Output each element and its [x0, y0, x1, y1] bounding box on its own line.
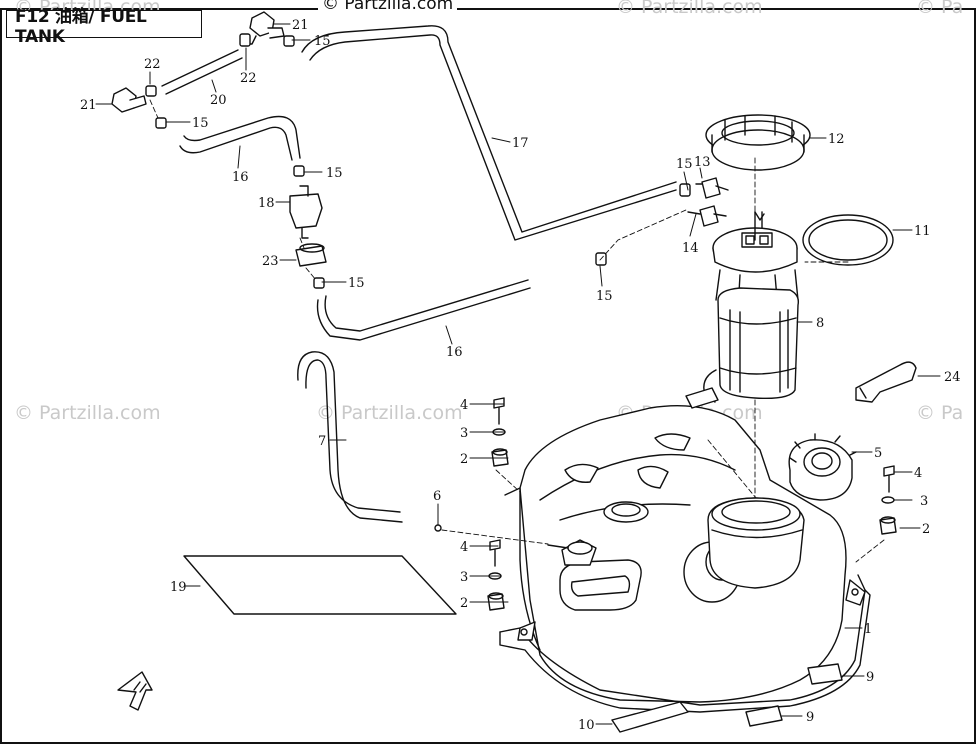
- callout-13: 13: [694, 155, 711, 170]
- callout-6: 6: [433, 489, 441, 504]
- callout-labels: 1 2 2 2 3 3 3 4 4 4 5 6 7 8 9 9 10 11 12…: [80, 18, 961, 733]
- callout-18: 18: [258, 196, 275, 211]
- callout-16: 16: [232, 170, 249, 185]
- callout-15: 15: [676, 157, 693, 172]
- callout-17: 17: [512, 136, 529, 151]
- tee-fitting[interactable]: [111, 11, 285, 113]
- seal-ring[interactable]: [802, 214, 894, 266]
- callout-11: 11: [914, 224, 931, 239]
- callout-24: 24: [944, 370, 961, 385]
- callout-21: 21: [292, 18, 309, 33]
- front-arrow-icon: [117, 671, 153, 711]
- callout-1: 1: [864, 622, 872, 637]
- callout-7: 7: [318, 434, 326, 449]
- callout-16: 16: [446, 345, 463, 360]
- foam-pads[interactable]: [183, 555, 843, 733]
- callout-15: 15: [192, 116, 209, 131]
- fuel-hose-long[interactable]: [301, 25, 677, 241]
- fuel-tank[interactable]: [499, 405, 871, 713]
- callout-19: 19: [170, 580, 187, 595]
- pump-bracket[interactable]: [855, 361, 917, 403]
- copyright-text: © Partzilla.com: [318, 0, 458, 14]
- hose-clamp[interactable]: [145, 33, 691, 289]
- mount-hardware[interactable]: [487, 397, 897, 611]
- callout-5: 5: [874, 446, 882, 461]
- small-clip[interactable]: [434, 524, 442, 532]
- filler-cap[interactable]: [788, 433, 857, 501]
- callout-20: 20: [210, 93, 227, 108]
- callout-21: 21: [80, 98, 97, 113]
- callout-3: 3: [460, 426, 468, 441]
- lock-ring[interactable]: [705, 114, 811, 171]
- callout-4: 4: [460, 398, 468, 413]
- callout-23: 23: [262, 254, 279, 269]
- callout-10: 10: [578, 718, 595, 733]
- callout-22: 22: [144, 57, 161, 72]
- fuel-pump-assembly[interactable]: [685, 211, 800, 409]
- callout-3: 3: [460, 570, 468, 585]
- fuel-hose-lower[interactable]: [316, 279, 531, 341]
- callout-2: 2: [460, 452, 468, 467]
- callout-15: 15: [326, 166, 343, 181]
- callout-2: 2: [922, 522, 930, 537]
- callout-15: 15: [314, 34, 331, 49]
- callout-2: 2: [460, 596, 468, 611]
- callout-8: 8: [816, 316, 824, 331]
- callout-9: 9: [866, 670, 874, 685]
- callout-12: 12: [828, 132, 845, 147]
- filter-clip[interactable]: [295, 243, 327, 267]
- short-hose[interactable]: [161, 49, 243, 95]
- fuel-filter[interactable]: [289, 185, 323, 239]
- quick-connector[interactable]: [687, 177, 729, 227]
- callout-4: 4: [460, 540, 468, 555]
- callout-leaders: [95, 23, 941, 725]
- fuel-hose-upper[interactable]: [179, 115, 301, 161]
- breather-hose[interactable]: [297, 351, 403, 523]
- callout-22: 22: [240, 71, 257, 86]
- callout-4: 4: [914, 466, 922, 481]
- callout-9: 9: [806, 710, 814, 725]
- callout-14: 14: [682, 241, 699, 256]
- callout-15: 15: [596, 289, 613, 304]
- callout-15: 15: [348, 276, 365, 291]
- diagram-frame: [0, 8, 976, 744]
- callout-3: 3: [920, 494, 928, 509]
- page-title: F12 油箱/ FUEL TANK: [6, 7, 202, 47]
